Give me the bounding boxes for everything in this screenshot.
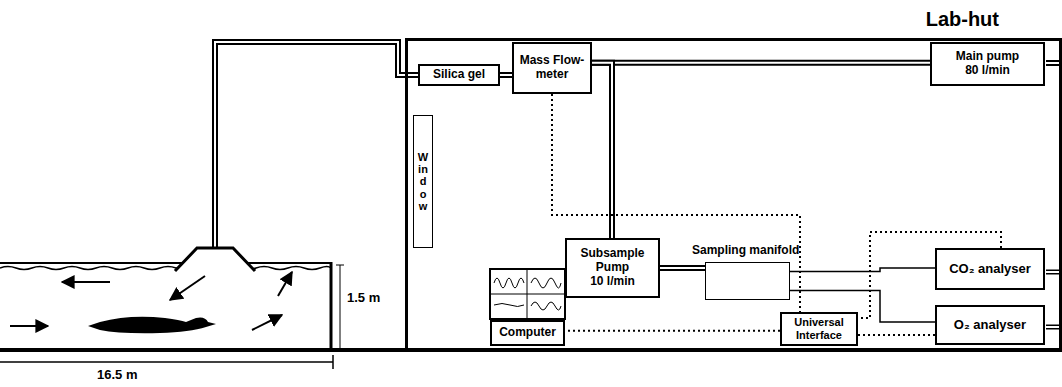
flow-arrow [170,276,205,300]
signal-line [552,94,800,312]
box-label: Universal Interface [786,316,852,341]
box-label: CO₂ analyser [949,262,1031,277]
analyser-box: O₂ analyser [935,305,1045,345]
box-label: Window [418,151,429,211]
dimension-line [340,265,341,348]
sampling-manifold: Sampling manifold [705,262,790,300]
flow-arrow [10,325,48,327]
computer-box: Computer [490,320,565,346]
computer-monitor [490,269,565,319]
flowmeter-box: Mass Flow-meter [512,42,592,94]
signal-line [565,330,780,331]
dimension-label: 16.5 m [95,367,139,382]
dimension-label: 1.5 m [345,290,382,305]
filter-box: Silica gel [418,64,500,86]
pump-box: Main pump80 l/min [930,42,1045,86]
box-label: Mass Flow-meter [518,54,586,82]
gas-line [500,75,512,76]
window-frame: Window [413,115,433,248]
tube-bore [215,42,420,250]
box-label: 80 l/min [965,64,1010,78]
gas-line [660,268,705,269]
box-label: Silica gel [433,68,485,82]
heading: Sampling manifold [692,244,799,258]
water-surface [0,267,331,270]
box-label: 10 l/min [590,275,635,289]
gas-line [790,268,935,272]
flow-arrow [62,281,110,283]
lab-hut: Lab-hutSilica gelMass Flow-meterMain pum… [405,38,1062,352]
dimension-line [0,361,333,363]
box-label: Subsample Pump [571,247,654,275]
box-label: Computer [499,326,556,340]
flow-arrow [278,272,292,296]
pool-edge [0,262,331,264]
swimming-bird [88,317,216,334]
heading: Lab-hut [926,8,999,31]
tube [215,42,420,250]
signal-line [858,335,935,336]
gas-line [592,63,612,238]
pump-box: Subsample Pump10 l/min [565,238,660,298]
pool-wall [330,262,333,350]
dimension-tick [336,265,344,266]
box-label: O₂ analyser [954,318,1026,333]
interface-box: Universal Interface [780,312,858,346]
gas-line [592,62,930,63]
respirometer-hood [175,248,255,271]
dimension-tick [332,355,334,369]
analyser-box: CO₂ analyser [935,248,1045,290]
box-label: Main pump [956,50,1019,64]
flow-arrow [252,315,282,330]
